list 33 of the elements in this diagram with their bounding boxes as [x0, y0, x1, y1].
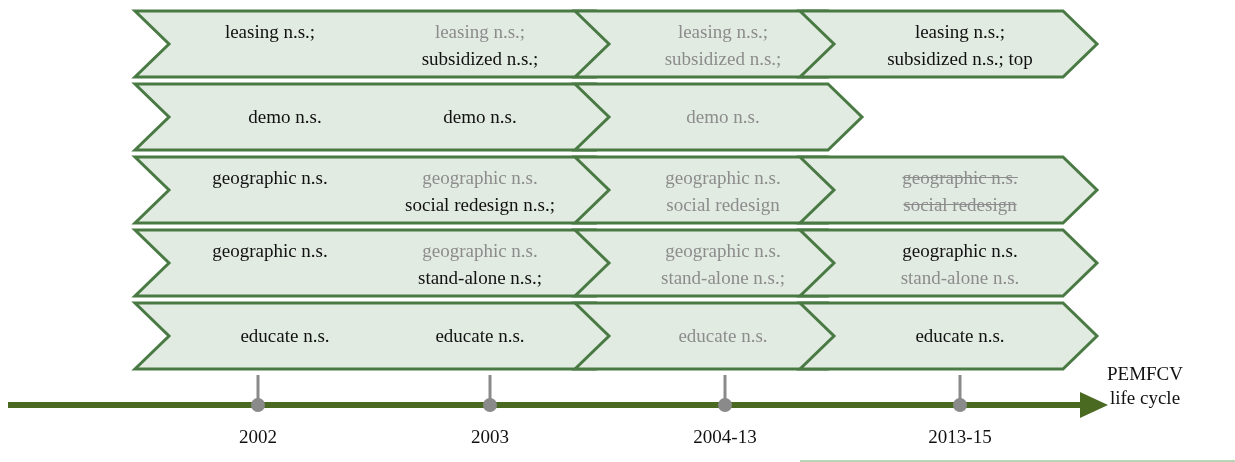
status-text: stand-alone n.s.; [661, 267, 785, 289]
status-text: leasing n.s.; [434, 21, 526, 43]
status-text: educate n.s. [435, 325, 525, 347]
year-label: 2013-15 [928, 425, 992, 449]
status-text: geographic n.s. [212, 240, 328, 262]
year-label: 2002 [239, 425, 277, 449]
status-text: geographic n.s. [212, 167, 328, 189]
status-text: educate n.s. [915, 325, 1005, 347]
status-text: subsidized n.s.; top [887, 48, 1033, 70]
status-text: leasing n.s.; [914, 21, 1006, 43]
status-text: geographic n.s. [902, 240, 1018, 262]
status-text: geographic n.s. [665, 240, 781, 262]
status-text: geographic n.s. [422, 240, 538, 262]
status-text: educate n.s. [240, 325, 330, 347]
axis-label: PEMFCV life cycle [1106, 362, 1184, 410]
status-text: leasing n.s.; [224, 21, 316, 43]
status-text: subsidized n.s.; [664, 48, 782, 70]
status-text: geographic n.s. [422, 167, 538, 189]
status-text: geographic n.s. [665, 167, 781, 189]
status-text: demo n.s. [686, 106, 760, 128]
status-text: educate n.s. [678, 325, 768, 347]
status-text: social redesign n.s.; [405, 194, 555, 216]
status-text: stand-alone n.s. [900, 267, 1020, 289]
status-text: geographic n.s. [902, 167, 1018, 189]
status-text: stand-alone n.s.; [418, 267, 542, 289]
year-label: 2003 [471, 425, 509, 449]
status-text: demo n.s. [443, 106, 517, 128]
status-text: leasing n.s.; [677, 21, 769, 43]
status-text: social redesign [903, 194, 1017, 216]
status-text: social redesign [666, 194, 780, 216]
status-text: subsidized n.s.; [421, 48, 539, 70]
status-text: demo n.s. [248, 106, 322, 128]
year-label: 2004-13 [693, 425, 757, 449]
